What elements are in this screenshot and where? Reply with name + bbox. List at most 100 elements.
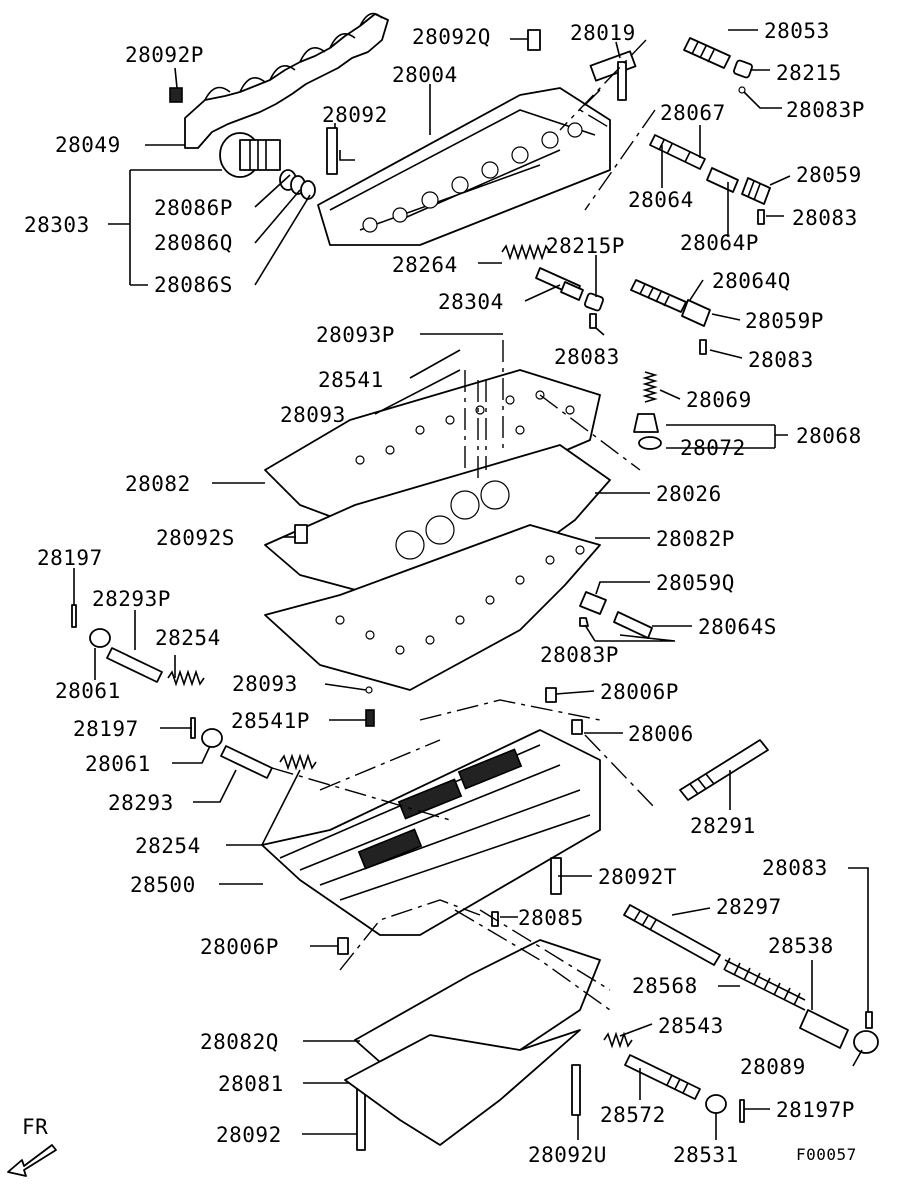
label-28093-b: 28093 [232,672,298,696]
part-labels: 28092P 28092Q 28019 28053 28215 28083P 2… [24,19,865,1167]
part-28568-spring[interactable] [723,957,806,1011]
label-28197-b: 28197 [73,717,139,741]
part-28083-pin-a[interactable] [757,209,765,225]
label-28067: 28067 [660,101,726,125]
part-28254-spring-a[interactable] [167,669,205,687]
label-28297: 28297 [716,895,782,919]
label-28089: 28089 [740,1055,806,1079]
part-28254-spring-b[interactable] [279,753,317,771]
part-28197P-pin[interactable] [739,1099,745,1123]
part-28531-plug[interactable] [705,1094,727,1114]
label-28083-b: 28083 [554,345,620,369]
part-28006-pin[interactable] [571,719,583,735]
label-28049: 28049 [55,133,121,157]
part-28004-upper-valve-body[interactable] [317,87,611,246]
label-28092T: 28092T [598,865,677,889]
part-28067-valve[interactable] [649,134,706,170]
part-28068-check-ball-assembly[interactable] [633,413,659,433]
part-28053-valve[interactable] [683,37,731,69]
label-28092-bottom: 28092 [216,1123,282,1147]
label-28006: 28006 [628,722,694,746]
part-28049-harness-bracket[interactable] [184,12,389,149]
part-28006P-pin-b[interactable] [337,937,349,955]
part-28297-valve[interactable] [623,904,721,966]
label-28293: 28293 [108,791,174,815]
label-28572: 28572 [600,1103,666,1127]
label-28086P: 28086P [154,196,233,220]
part-28092-bolt-top[interactable] [326,127,338,175]
label-28083P-top: 28083P [786,98,865,122]
label-28254-b: 28254 [135,834,201,858]
label-28072: 28072 [680,436,746,460]
part-28082P-gasket[interactable] [264,524,601,691]
label-28061-b: 28061 [85,752,151,776]
label-28093P: 28093P [316,323,395,347]
part-28059P-sleeve[interactable] [681,299,711,327]
label-28086S: 28086S [154,273,233,297]
part-28083P-pin-top[interactable] [738,86,746,94]
part-28083-pin-c[interactable] [699,339,707,355]
part-28083-pin-d[interactable] [865,1011,873,1029]
part-28293-valve[interactable] [220,745,273,779]
part-28092S-bolt[interactable] [294,524,308,544]
label-28082: 28082 [125,472,191,496]
part-28303-solenoid[interactable] [219,132,316,200]
part-28264-spring[interactable] [501,243,551,261]
part-28019-fitting[interactable] [589,50,637,101]
part-28064P-valve[interactable] [706,167,739,193]
part-28082-gasket[interactable] [264,369,601,536]
part-28291-valve[interactable] [679,739,769,801]
part-28092U-bolt[interactable] [571,1064,581,1116]
part-28059-sleeve[interactable] [741,177,771,205]
label-28293P: 28293P [92,587,171,611]
front-direction-indicator: FR [7,1115,57,1177]
part-28092-bolt-bottom[interactable] [356,1087,366,1151]
label-28064: 28064 [628,188,694,212]
label-28059: 28059 [796,163,862,187]
part-28293P-valve[interactable] [106,647,163,683]
part-28083P-pin-mid[interactable] [579,617,589,627]
part-28083-pin-b[interactable] [589,313,597,329]
label-28006P-b: 28006P [200,935,279,959]
part-28215-plug[interactable] [733,59,753,79]
part-28081-cover-plate[interactable] [344,1029,581,1146]
part-28541P-pin[interactable] [365,709,375,727]
part-28092Q-bolt[interactable] [527,29,541,51]
label-28069: 28069 [686,388,752,412]
part-28215P-plug[interactable] [584,292,604,312]
label-28064Q: 28064Q [712,269,791,293]
part-28064S-valve[interactable] [613,611,653,639]
part-28538-sleeve[interactable] [799,1009,849,1049]
part-28026-separator-plate[interactable] [264,444,611,611]
part-28197-pin-a[interactable] [71,604,77,628]
part-28089-plug[interactable] [853,1030,879,1054]
part-28064Q-valve[interactable] [630,279,687,313]
part-28543-spring[interactable] [603,1031,633,1049]
plate-holes [335,390,585,655]
part-28072-seal[interactable] [638,436,662,450]
part-28059Q-sleeve[interactable] [579,591,607,615]
label-28006P-a: 28006P [600,680,679,704]
label-28083-a: 28083 [792,206,858,230]
part-28093-ball-b[interactable] [365,686,373,694]
part-28061-plug-b[interactable] [201,728,223,748]
label-28059P: 28059P [745,309,824,333]
label-fr: FR [22,1115,48,1139]
part-28304-valve[interactable] [535,267,584,301]
label-28081: 28081 [218,1072,284,1096]
label-28264: 28264 [392,253,458,277]
label-28092Q: 28092Q [412,25,491,49]
part-28092P-bolt-top[interactable] [169,87,183,103]
part-28069-spring[interactable] [642,371,658,403]
part-28500-lower-valve-body[interactable] [261,729,601,936]
label-28291: 28291 [690,814,756,838]
label-28304: 28304 [438,290,504,314]
label-28197P: 28197P [776,1098,855,1122]
label-28064P: 28064P [680,231,759,255]
part-28061-plug-a[interactable] [89,628,111,648]
part-28572-valve[interactable] [624,1054,701,1100]
label-28004: 28004 [392,63,458,87]
label-28083-c: 28083 [748,348,814,372]
part-28006P-pin-a[interactable] [545,687,557,703]
label-28019: 28019 [570,21,636,45]
